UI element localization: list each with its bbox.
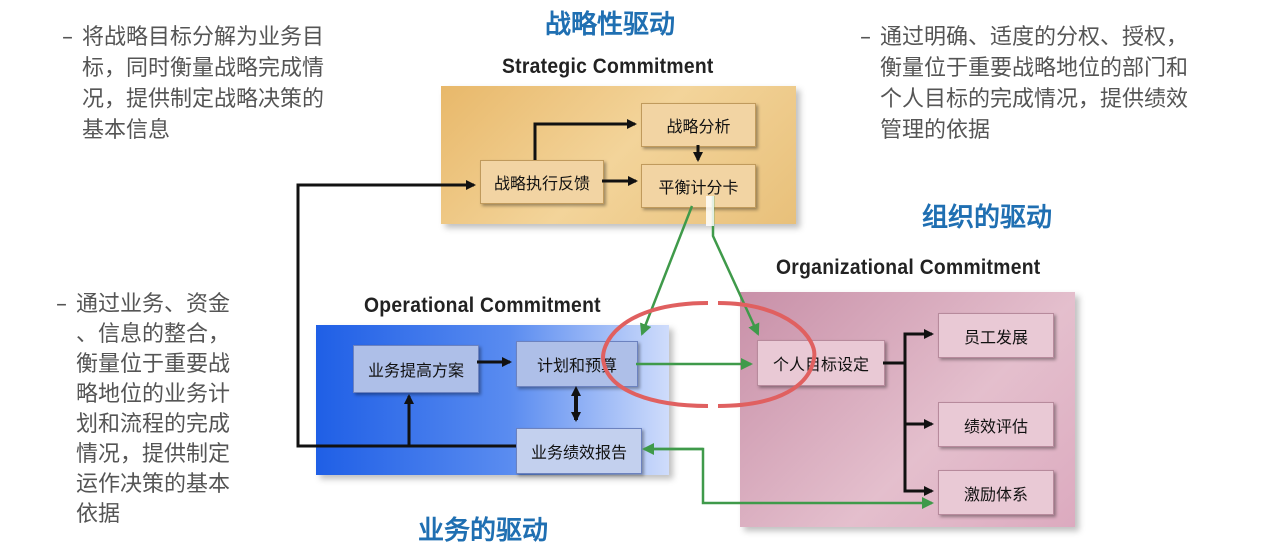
note-dash: – bbox=[56, 292, 67, 317]
note-line: 略地位的业务计 bbox=[76, 382, 231, 407]
note-line: 运作决策的基本 bbox=[76, 472, 231, 497]
arrow-goals-to-incentive bbox=[903, 424, 934, 496]
red-ellipse-left bbox=[601, 301, 709, 408]
green-report-to-incentive bbox=[649, 447, 934, 509]
note-line: 、信息的整合， bbox=[76, 322, 231, 347]
note-line: 基本信息 bbox=[82, 118, 171, 143]
note-line: 依据 bbox=[76, 502, 121, 527]
heading-strategic-en: Strategic Commitment bbox=[502, 55, 714, 78]
note-line: 况，提供制定战略决策的 bbox=[82, 87, 325, 112]
heading-operational-cn: 业务的驱动 bbox=[418, 516, 549, 546]
box-staff-development: 员工发展 bbox=[938, 313, 1054, 358]
note-line: 管理的依据 bbox=[880, 118, 991, 143]
box-strategic-analysis: 战略分析 bbox=[641, 103, 756, 147]
box-execution-feedback: 战略执行反馈 bbox=[480, 160, 604, 204]
box-plan-budget: 计划和预算 bbox=[516, 341, 638, 387]
box-personal-goals: 个人目标设定 bbox=[757, 340, 885, 386]
note-line: 标，同时衡量战略完成情 bbox=[82, 56, 325, 81]
note-dash: – bbox=[62, 25, 73, 50]
note-line: 衡量位于重要战略地位的部门和 bbox=[880, 56, 1189, 81]
note-line: 将战略目标分解为业务目 bbox=[82, 25, 325, 50]
box-balanced-scorecard: 平衡计分卡 bbox=[641, 164, 756, 208]
red-ellipse-right bbox=[717, 301, 817, 408]
note-left-bottom: – 通过业务、资金 、信息的整合， 衡量位于重要战 略地位的业务计 划和流程的完… bbox=[56, 290, 231, 530]
box-incentive-system: 激励体系 bbox=[938, 470, 1054, 515]
box-performance-report: 业务绩效报告 bbox=[516, 428, 642, 474]
note-line: 划和流程的完成 bbox=[76, 412, 231, 437]
note-left-top: – 将战略目标分解为业务目 标，同时衡量战略完成情 况，提供制定战略决策的 基本… bbox=[62, 22, 325, 146]
note-line: 情况，提供制定 bbox=[76, 442, 231, 467]
box-performance-eval: 绩效评估 bbox=[938, 402, 1054, 447]
heading-strategic-cn: 战略性驱动 bbox=[545, 10, 676, 40]
arrow-goals-to-eval bbox=[903, 363, 934, 429]
note-line: 通过明确、适度的分权、授权， bbox=[880, 25, 1189, 50]
arrow-feedback-to-analysis bbox=[533, 119, 637, 160]
heading-organizational-cn: 组织的驱动 bbox=[922, 203, 1053, 233]
heading-organizational-en: Organizational Commitment bbox=[776, 256, 1041, 279]
note-right-top: – 通过明确、适度的分权、授权， 衡量位于重要战略地位的部门和 个人目标的完成情… bbox=[860, 22, 1189, 146]
box-improvement-plan: 业务提高方案 bbox=[353, 345, 479, 393]
note-line: 衡量位于重要战 bbox=[76, 352, 231, 377]
note-dash: – bbox=[860, 25, 871, 50]
note-line: 个人目标的完成情况，提供绩效 bbox=[880, 87, 1189, 112]
heading-operational-en: Operational Commitment bbox=[364, 294, 601, 317]
arrow-loop-to-feedback bbox=[296, 180, 516, 448]
note-line: 通过业务、资金 bbox=[76, 292, 231, 317]
green-scorecard-to-plan bbox=[640, 205, 694, 336]
gap-mark-top bbox=[706, 196, 714, 226]
arrow-goals-to-staff bbox=[883, 329, 934, 365]
green-scorecard-to-goals bbox=[711, 196, 760, 336]
